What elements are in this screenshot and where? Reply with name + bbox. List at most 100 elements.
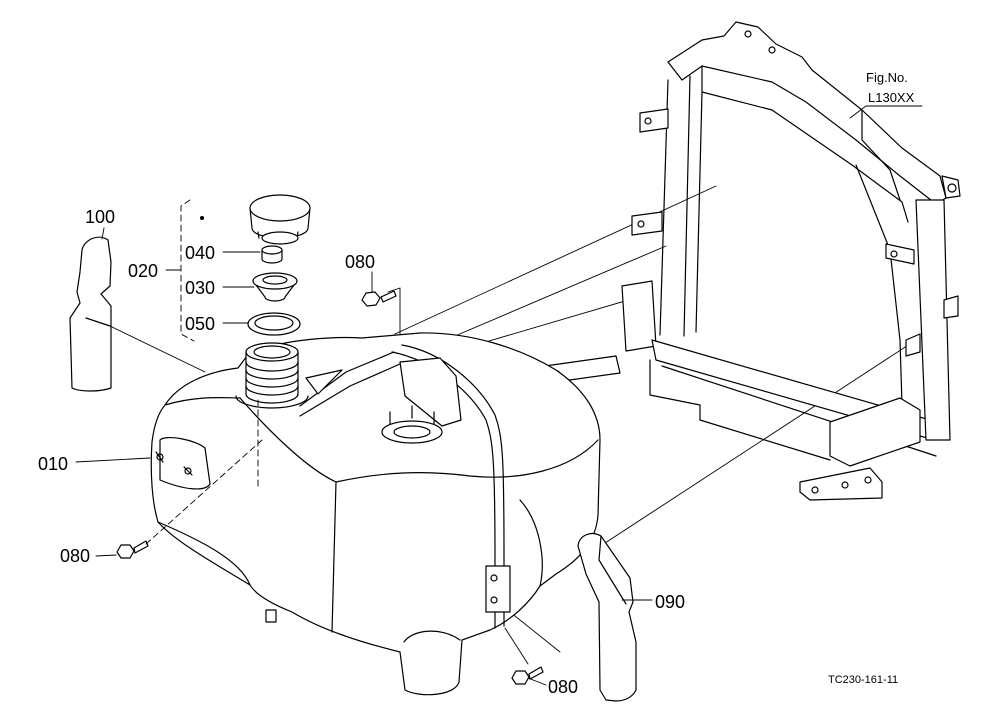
frame-right-side-plate <box>861 109 901 201</box>
leader-010 <box>75 457 151 463</box>
assembly-line-strap-bolt-2 <box>504 627 529 665</box>
figure-number-underline <box>849 105 923 119</box>
frame-hole <box>744 30 752 38</box>
bolt-shank <box>380 290 397 303</box>
strap-bracket-hole <box>490 574 498 582</box>
assembly-line-tank-frame-3 <box>471 295 643 347</box>
pad-090-edge <box>598 535 627 605</box>
callout-030: 030 <box>185 278 215 298</box>
flange-stud-shank <box>155 451 193 476</box>
tank-lower-left-edge <box>157 521 251 586</box>
rubber-pad-100 <box>69 236 112 392</box>
frame-left-tab-middle <box>631 211 663 236</box>
tank-sump-edge <box>403 630 461 643</box>
hidden-line-bolt-left <box>145 439 263 545</box>
bolt-080-bottom <box>511 666 544 685</box>
callout-080-bottom: 080 <box>548 677 578 697</box>
hidden-lines <box>145 399 263 545</box>
part-030-outer <box>252 272 298 290</box>
o-ring-050-inner <box>254 315 294 331</box>
figure-label: Fig.No. <box>866 70 908 85</box>
callout-020: 020 <box>128 261 158 281</box>
frame-hole <box>841 481 849 489</box>
flange-stud <box>184 467 192 475</box>
assembly-line-top-bolt <box>387 287 401 339</box>
cap-bullet-dot <box>200 216 204 220</box>
neck-gusset <box>305 369 343 395</box>
frame-hole <box>644 117 652 125</box>
assembly-line-tank-frame-2 <box>454 245 667 337</box>
frame-top-beam-lower-edge <box>701 65 909 223</box>
tank-side-flange <box>159 436 211 490</box>
leader-080-bottom <box>527 677 547 686</box>
rubber-pad-090 <box>577 533 637 702</box>
frame-lower-right-block <box>829 397 921 467</box>
leader-100 <box>101 227 105 240</box>
assembly-line-pad-100 <box>109 325 206 373</box>
frame-hole <box>811 486 819 494</box>
leader-lines <box>75 105 923 686</box>
frame-hole <box>637 220 645 228</box>
frame-hole <box>768 46 776 54</box>
tank-outline <box>150 332 601 696</box>
pad-090-outline <box>577 533 637 702</box>
frame-bottom-right-flange <box>799 467 883 501</box>
tank-right-face-edge <box>519 499 543 587</box>
frame-hole <box>864 476 872 484</box>
leader-080-left <box>95 554 117 557</box>
tank-shoulder-edge <box>164 396 241 406</box>
frame-right-post <box>915 199 951 441</box>
tank-mount-plate <box>399 357 462 427</box>
frame-right-tab-2 <box>941 175 961 199</box>
frame-left-tab-upper <box>639 108 669 133</box>
bolt-shank <box>528 666 544 680</box>
frame-lower-edge <box>649 359 831 461</box>
pad-100-outline <box>69 236 112 392</box>
part-030-inner <box>262 275 288 285</box>
tank-top-front-edge <box>239 397 599 483</box>
frame-top-beam <box>667 21 947 205</box>
frame-right-inner-edge <box>855 164 903 406</box>
sender-unit-studs <box>389 405 435 425</box>
neck-strip <box>299 351 401 417</box>
mounting-frame <box>544 21 961 501</box>
fuel-cap-top <box>249 194 311 222</box>
bolt-head-icon <box>361 291 381 307</box>
bolt-080-top <box>361 290 397 307</box>
callout-090: 090 <box>655 592 685 612</box>
sender-unit-port-inner <box>393 425 431 439</box>
frame-hole <box>947 183 957 193</box>
strap-bracket-hole <box>490 596 498 604</box>
neck-opening <box>253 345 291 359</box>
flange-stud <box>156 453 164 461</box>
drawing-code: TC230-161-11 <box>828 674 898 686</box>
sender-unit-port <box>381 420 443 444</box>
tank-drain-fitting <box>265 609 277 623</box>
figure-number: L130XX <box>868 90 915 105</box>
neck-base-flange <box>235 395 309 409</box>
frame-right-tab-1 <box>885 243 915 265</box>
fuel-cap-bottom-ring <box>261 231 299 245</box>
callout-080-left: 080 <box>60 546 90 566</box>
neck-threads <box>245 361 299 396</box>
frame-right-tab-3 <box>943 295 959 319</box>
bolt-head-icon <box>511 670 530 685</box>
part-040-top <box>261 245 283 255</box>
callout-labels: 100 040 020 030 050 080 010 080 090 080 … <box>38 70 915 697</box>
fuel-tank <box>150 332 601 696</box>
callout-010: 010 <box>38 454 68 474</box>
frame-hole <box>890 250 898 258</box>
filler-neck <box>235 342 309 409</box>
callout-100: 100 <box>85 207 115 227</box>
callout-080-top: 080 <box>345 252 375 272</box>
tank-front-edge <box>331 481 337 633</box>
neck-body <box>245 351 299 404</box>
tank-strap-bracket <box>485 565 511 613</box>
frame-right-tab-4 <box>905 333 921 357</box>
assembly-line-pad-090 <box>601 339 917 546</box>
assembly-line-tank-frame-1 <box>394 185 717 335</box>
filler-cap-assembly <box>180 194 311 342</box>
callout-040: 040 <box>185 243 215 263</box>
bolt-head-icon <box>116 544 135 559</box>
callout-050: 050 <box>185 314 215 334</box>
